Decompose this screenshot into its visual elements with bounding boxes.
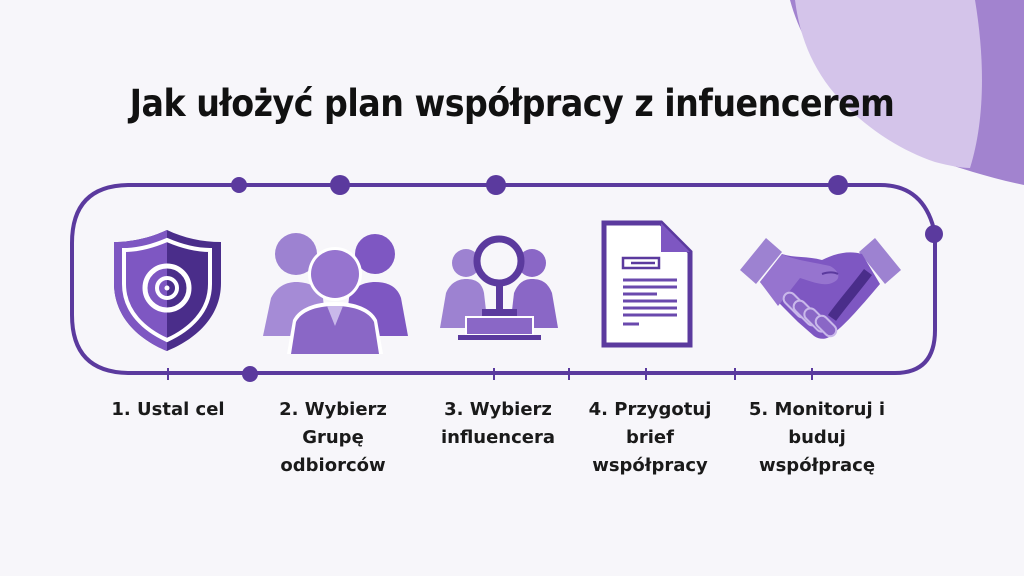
document-brief-icon [601,220,693,348]
step-label-3: 3. Wybierz influencera [440,399,556,448]
track-dot [486,175,506,195]
shield-target-icon [114,230,221,351]
track-dot [330,175,350,195]
track-dot [925,225,943,243]
handshake-icon [740,238,901,339]
track-dot [242,366,258,382]
track-dot [231,177,247,193]
people-group-icon [263,233,408,354]
step-label-1: 1. Ustal cel [111,399,225,420]
step-label-4: 4. Przygotuj brief współpracy [588,399,712,476]
magnifier-people-icon [440,235,558,340]
track-dot [828,175,848,195]
page-title: Jak ułożyć plan współpracy z infuencerem [129,82,895,125]
step-label-2: 2. Wybierz Grupę odbiorców [279,399,387,476]
step-label-5: 5. Monitoruj i buduj współpracę [748,399,886,476]
